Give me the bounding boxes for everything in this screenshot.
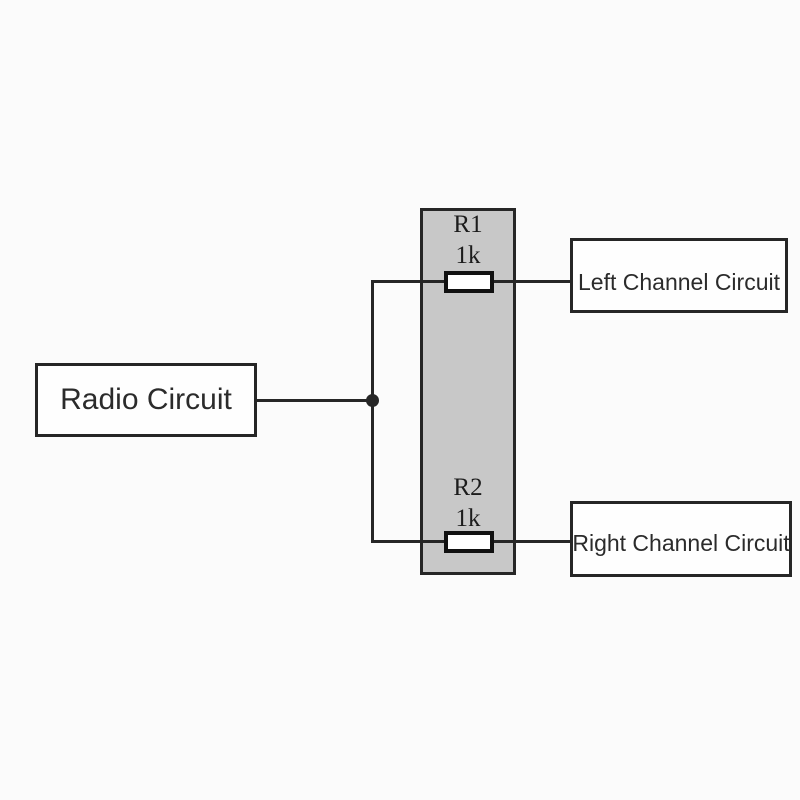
wire-branch-vertical xyxy=(371,280,374,543)
radio-circuit-node: Radio Circuit xyxy=(35,363,257,437)
resistor-r2-value: 1k xyxy=(455,505,481,532)
right-channel-label: Right Channel Circuit xyxy=(572,529,790,556)
right-channel-node: Right Channel Circuit xyxy=(570,501,792,577)
resistor-r1-label: R1 1k xyxy=(420,209,516,271)
wire-radio-to-junction xyxy=(256,399,373,402)
resistor-r1-value: 1k xyxy=(455,242,481,269)
radio-circuit-label: Radio Circuit xyxy=(60,383,232,416)
resistor-r2-name: R2 xyxy=(453,474,483,501)
resistor-r1-body xyxy=(444,271,494,293)
left-channel-label: Left Channel Circuit xyxy=(578,269,780,295)
junction-dot xyxy=(366,394,379,407)
left-channel-node: Left Channel Circuit xyxy=(570,238,788,313)
resistor-r2-body xyxy=(444,531,494,553)
resistor-r1-name: R1 xyxy=(453,211,483,238)
resistor-panel xyxy=(420,208,516,575)
resistor-r2-label: R2 1k xyxy=(420,472,516,534)
